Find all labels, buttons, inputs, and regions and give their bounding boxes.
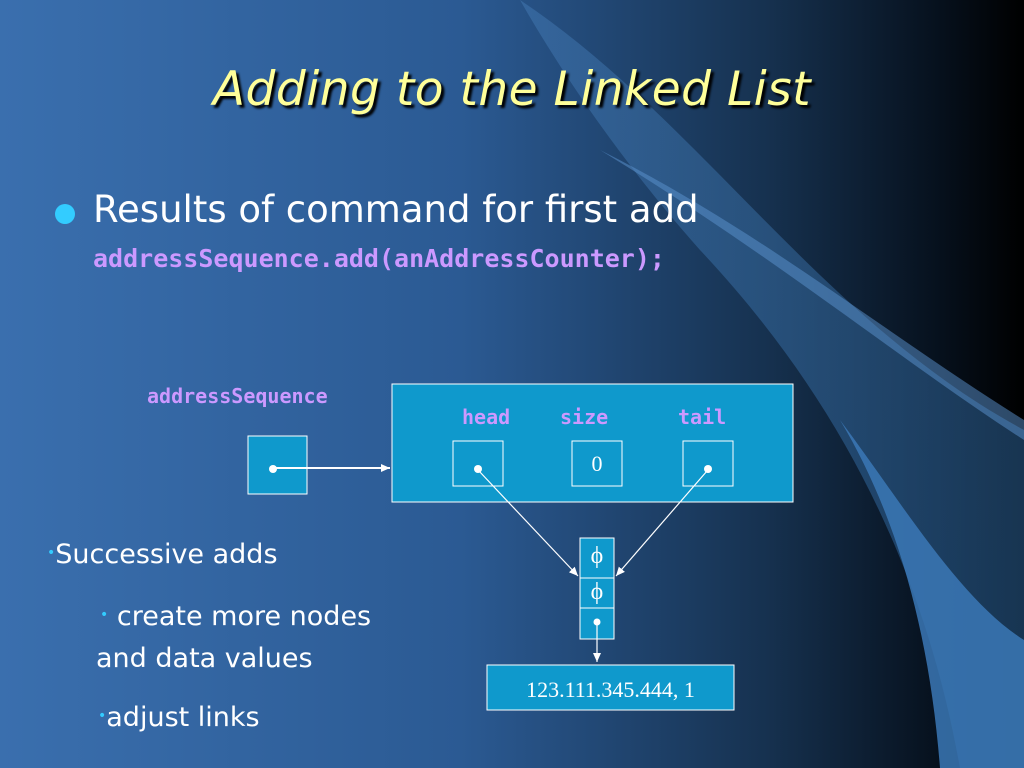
- node-link-2: ϕ: [590, 579, 604, 605]
- sub-bullet-2-text: create more nodes: [116, 601, 372, 632]
- sub-bullet-2-cont: and data values: [96, 643, 313, 674]
- sub-bullet-1-text: Successive adds: [55, 539, 278, 570]
- field-label-head: head: [462, 405, 511, 429]
- sub-bullet-1: •Successive adds: [47, 539, 278, 570]
- tail-arrow: [615, 470, 708, 577]
- reference-label: addressSequence: [147, 384, 328, 408]
- sub-bullet-3: •adjust links: [98, 702, 260, 733]
- bullet-dot-icon: [55, 204, 75, 224]
- size-cell: [571, 440, 623, 487]
- sub-bullet-dot-icon: •: [98, 708, 107, 724]
- sub-bullet-dot-icon: •: [100, 607, 109, 623]
- main-bullet-text: Results of command for first add: [93, 188, 699, 231]
- sub-bullet-2: • create more nodes: [100, 601, 371, 632]
- tail-cell: [682, 440, 734, 487]
- size-value: 0: [591, 451, 603, 476]
- data-box: [486, 664, 735, 711]
- field-label-tail: tail: [678, 405, 727, 429]
- code-line: addressSequence.add(anAddressCounter);: [93, 244, 665, 273]
- data-value: 123.111.345.444, 1: [526, 677, 695, 702]
- head-arrow: [478, 470, 579, 577]
- head-cell: [452, 440, 504, 487]
- node-link-1: ϕ: [590, 543, 604, 569]
- reference-box: [247, 435, 308, 495]
- sub-bullet-dot-icon: •: [47, 545, 56, 561]
- slide-title: Adding to the Linked List: [212, 62, 812, 117]
- field-label-size: size: [560, 405, 609, 429]
- sub-bullet-3-text: adjust links: [106, 702, 260, 733]
